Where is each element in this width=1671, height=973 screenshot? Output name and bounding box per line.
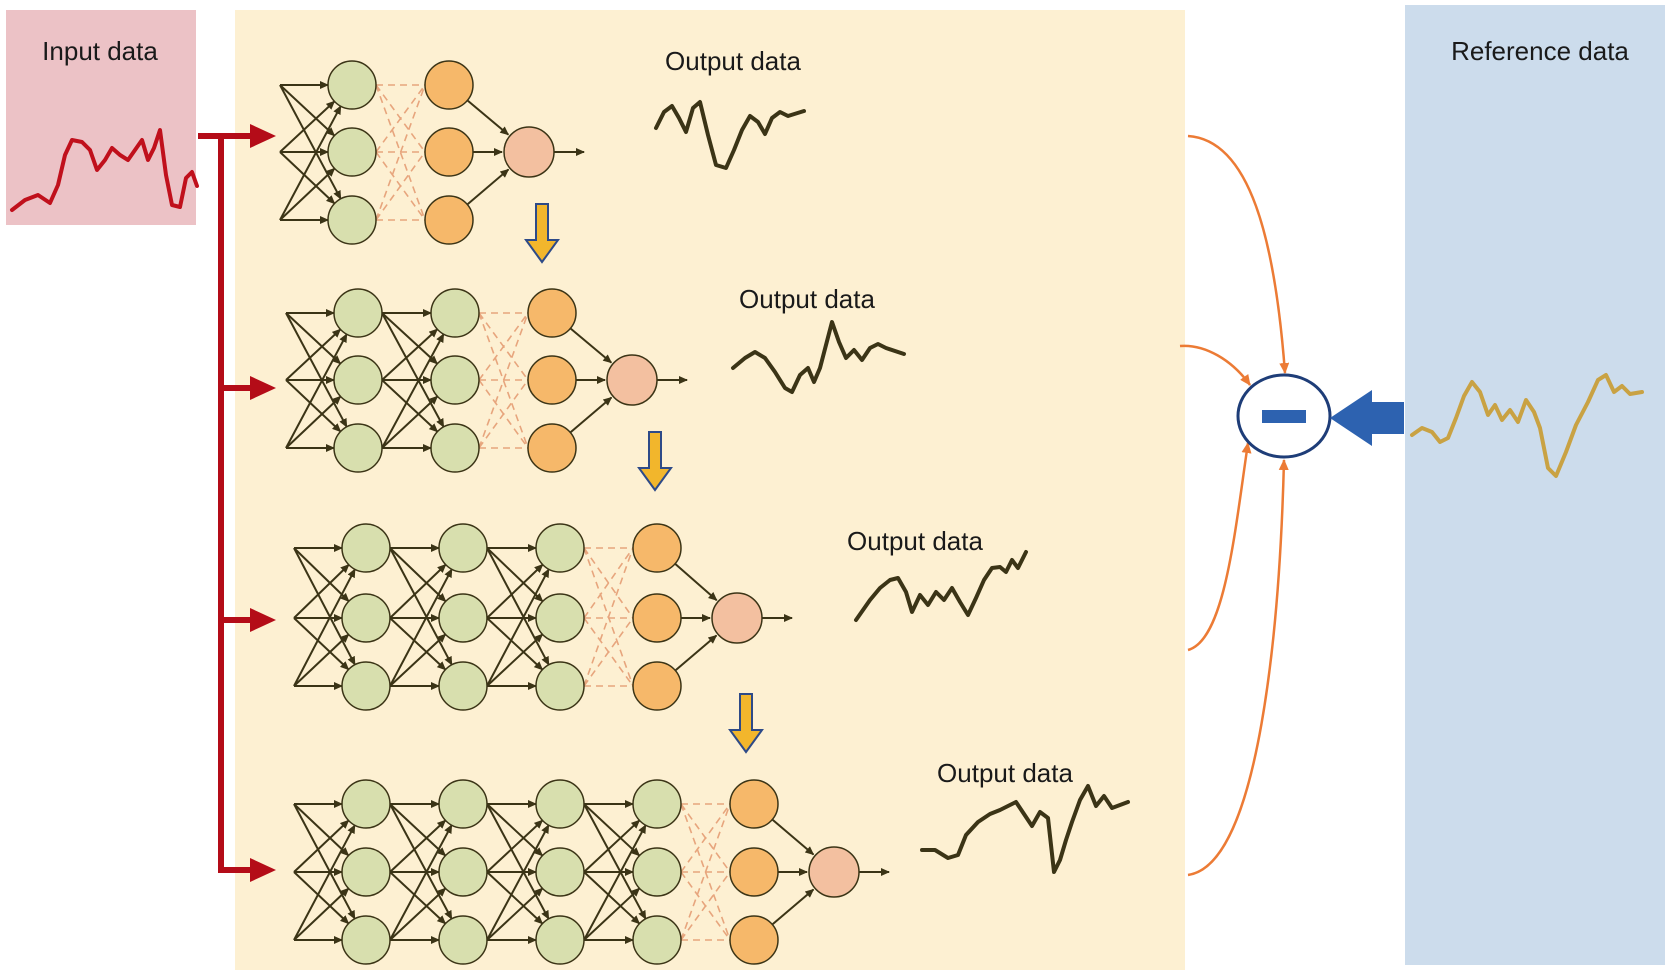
output-label-3: Output data: [847, 526, 983, 556]
input-signal: [10, 128, 199, 212]
output-node: [606, 354, 658, 406]
hidden-node: [430, 355, 480, 405]
network-3: [293, 523, 793, 711]
input-distribution-arrows: [198, 124, 276, 882]
hidden-node: [438, 593, 488, 643]
dense-node: [632, 661, 682, 711]
hidden-node: [535, 661, 585, 711]
hidden-node: [438, 661, 488, 711]
output-node: [711, 592, 763, 644]
output-node: [808, 846, 860, 898]
hidden-node: [535, 779, 585, 829]
hidden-node: [438, 779, 488, 829]
hidden-node: [632, 847, 682, 897]
hidden-node: [535, 915, 585, 965]
comparison-lines: [1179, 134, 1290, 877]
hidden-node: [535, 523, 585, 573]
hidden-node: [430, 423, 480, 473]
hidden-node: [333, 288, 383, 338]
hidden-node: [327, 195, 377, 245]
output-signal-4: [920, 784, 1130, 874]
hidden-node: [333, 423, 383, 473]
output-node: [503, 126, 555, 178]
hidden-node: [535, 593, 585, 643]
output-label-4: Output data: [937, 758, 1073, 788]
hidden-node: [341, 847, 391, 897]
hidden-node: [333, 355, 383, 405]
network-4-edges: [293, 800, 890, 944]
hidden-node: [632, 915, 682, 965]
reference-signal: [1410, 373, 1644, 478]
networks: [279, 60, 890, 965]
hidden-node: [438, 523, 488, 573]
network-3-edges: [293, 544, 793, 690]
network-4: [293, 779, 890, 965]
network-1-edges: [279, 81, 585, 224]
dense-node: [729, 847, 779, 897]
network-2-edges: [285, 309, 688, 452]
hidden-node: [430, 288, 480, 338]
step-arrow-icon: [524, 203, 560, 264]
dense-node: [632, 593, 682, 643]
dense-node: [632, 523, 682, 573]
hidden-node: [341, 593, 391, 643]
hidden-node: [341, 779, 391, 829]
hidden-node: [341, 915, 391, 965]
step-arrow-icon: [728, 693, 764, 754]
output-label-1: Output data: [665, 46, 801, 76]
dense-node: [527, 288, 577, 338]
output-signal-2: [731, 320, 906, 394]
dense-node: [527, 355, 577, 405]
hidden-node: [327, 60, 377, 110]
reference-title: Reference data: [1451, 36, 1629, 66]
output-signal-3: [854, 550, 1028, 622]
dense-node: [729, 915, 779, 965]
network-1: [279, 60, 585, 245]
input-title: Input data: [42, 36, 158, 66]
subtract-operator: [1236, 373, 1332, 459]
hidden-node: [438, 915, 488, 965]
reference-arrow: [1330, 390, 1404, 446]
dense-node: [527, 423, 577, 473]
dense-node: [424, 195, 474, 245]
output-signal-1: [654, 100, 806, 170]
hidden-node: [535, 847, 585, 897]
dense-node: [729, 779, 779, 829]
minus-icon: [1262, 410, 1306, 423]
hidden-node: [341, 523, 391, 573]
input-panel: [6, 10, 196, 225]
dense-node: [424, 60, 474, 110]
network-2: [285, 288, 688, 473]
hidden-node: [632, 779, 682, 829]
output-signals: [654, 100, 1130, 874]
step-arrow-icon: [637, 431, 673, 492]
reference-panel: [1405, 5, 1665, 965]
output-label-2: Output data: [739, 284, 875, 314]
yellow-step-arrows: [524, 203, 764, 754]
hidden-node: [438, 847, 488, 897]
hidden-node: [327, 127, 377, 177]
hidden-node: [341, 661, 391, 711]
dense-node: [424, 127, 474, 177]
